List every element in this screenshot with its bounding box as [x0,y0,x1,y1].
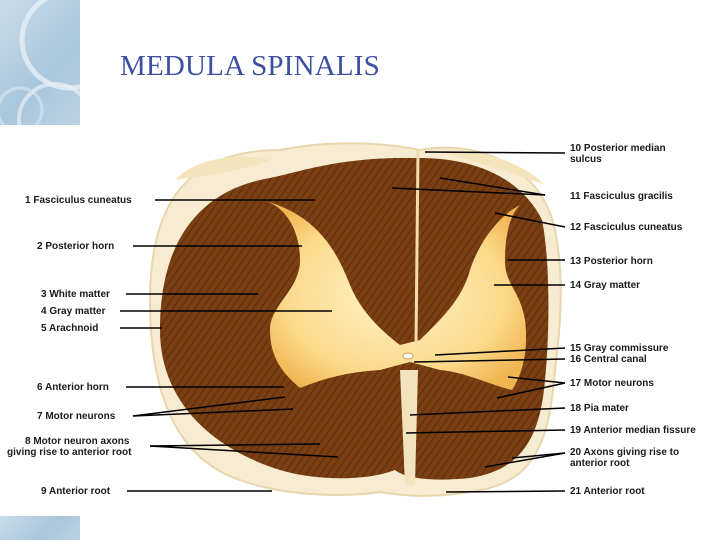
label-21: 21 Anterior root [570,486,645,497]
label-16: 16 Central canal [570,354,647,365]
gray-matter [262,200,527,390]
labels-left: 1 Fasciculus cuneatus 2 Posterior horn 3… [7,195,132,497]
label-13: 13 Posterior horn [570,256,653,267]
label-8-line1: 8 Motor neuron axons [25,436,130,447]
label-10-line2: sulcus [570,154,602,165]
label-15: 15 Gray commissure [570,343,669,354]
slide-title: MEDULA SPINALIS [120,50,380,82]
label-14: 14 Gray matter [570,280,640,291]
label-12: 12 Fasciculus cuneatus [570,222,683,233]
label-2: 2 Posterior horn [37,241,114,252]
corner-decoration-top [0,0,80,125]
label-11: 11 Fasciculus gracilis [570,191,673,202]
label-17: 17 Motor neurons [570,378,654,389]
label-4: 4 Gray matter [41,306,106,317]
label-20-line2: anterior root [570,458,630,469]
label-9: 9 Anterior root [41,486,111,497]
label-5: 5 Arachnoid [41,323,98,334]
label-20-line1: 20 Axons giving rise to [570,447,679,458]
label-19: 19 Anterior median fissure [570,425,696,436]
label-7: 7 Motor neurons [37,411,116,422]
leader-lines-left [120,199,339,492]
corner-circles-graphic [0,0,80,125]
label-1: 1 Fasciculus cuneatus [25,195,132,206]
label-6: 6 Anterior horn [37,382,109,393]
median-structures [400,149,420,485]
label-8-line2: giving rise to anterior root [7,447,132,458]
label-10-line1: 10 Posterior median [570,143,666,154]
label-18: 18 Pia mater [570,403,629,414]
central-canal [402,352,414,360]
leader-lines-right [391,151,566,493]
label-3: 3 White matter [41,289,110,300]
corner-decoration-bottom [0,516,80,540]
labels-right: 10 Posterior median sulcus 11 Fasciculus… [570,143,696,497]
